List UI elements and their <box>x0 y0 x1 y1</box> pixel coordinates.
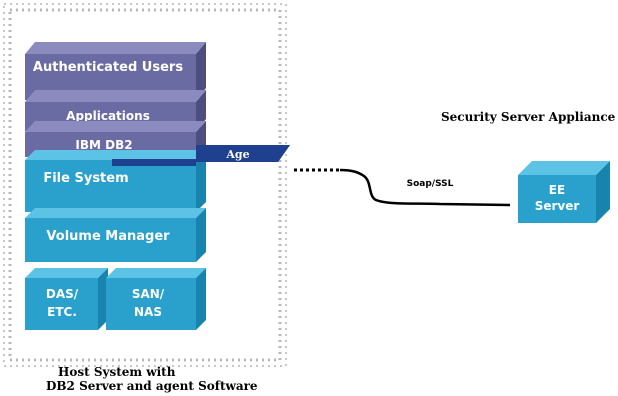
san-label-line2: NAS <box>134 305 162 319</box>
authenticated-users-label: Authenticated Users <box>33 60 183 75</box>
age-bar: Age <box>112 145 290 166</box>
file-system-label: File System <box>43 171 128 186</box>
age-label: Age <box>225 148 249 161</box>
das-label-line2: ETC. <box>47 305 77 319</box>
ibm-db2-label: IBM DB2 <box>75 138 132 152</box>
ee-server-label-line1: EE <box>549 183 565 197</box>
file-system-block: File System <box>25 150 206 212</box>
authenticated-users-block: Authenticated Users <box>25 42 206 100</box>
san-block: SAN/ NAS <box>106 268 206 330</box>
volume-manager-block: Volume Manager <box>25 208 206 262</box>
volume-manager-label: Volume Manager <box>46 229 170 244</box>
host-caption-line1: Host System with <box>58 365 176 379</box>
das-label-line1: DAS/ <box>46 287 79 301</box>
san-label-line1: SAN/ <box>132 287 165 301</box>
appliance-title: Security Server Appliance <box>441 110 616 124</box>
das-block: DAS/ ETC. <box>25 268 108 330</box>
host-caption-line2: DB2 Server and agent Software <box>46 379 258 393</box>
applications-label: Applications <box>66 109 150 123</box>
ee-server-block: EE Server <box>518 161 610 223</box>
ee-server-label-line2: Server <box>535 199 580 213</box>
soap-ssl-label: Soap/SSL <box>407 179 454 189</box>
connection-line <box>294 168 511 207</box>
host-boundary <box>3 3 287 367</box>
